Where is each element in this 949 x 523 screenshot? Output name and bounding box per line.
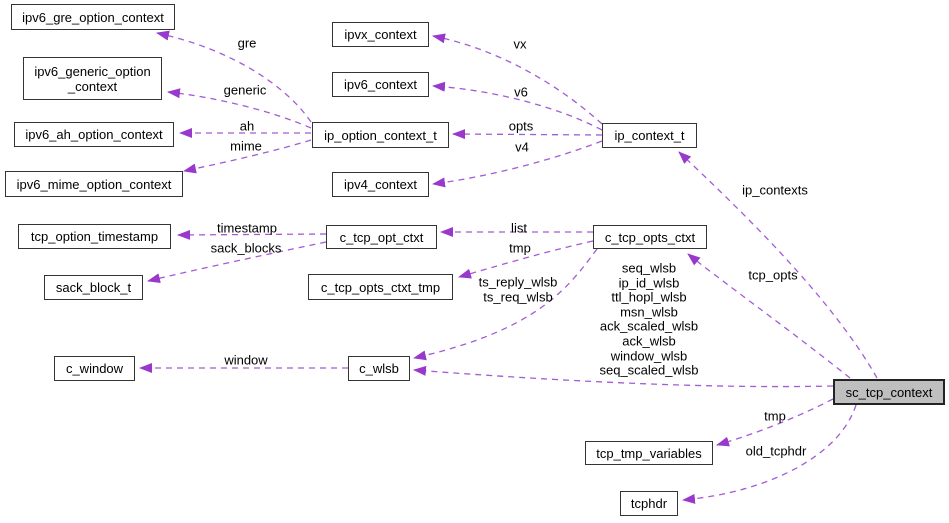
edge-tmp-list — [458, 240, 594, 279]
node-ip-context-t[interactable]: ip_context_t — [602, 123, 697, 148]
node-tcp-tmp-variables[interactable]: tcp_tmp_variables — [585, 441, 713, 465]
edge-generic — [167, 88, 312, 129]
edge-sack-blocks — [147, 241, 327, 284]
node-ipv6-generic-option-context[interactable]: ipv6_generic_option _context — [23, 57, 162, 100]
edge-timestamp — [177, 229, 327, 240]
node-sack-block-t[interactable]: sack_block_t — [44, 275, 143, 300]
edge-vx — [432, 33, 603, 125]
edge-mime — [183, 139, 312, 174]
node-c-tcp-opt-ctxt[interactable]: c_tcp_opt_ctxt — [326, 225, 437, 249]
node-sc-tcp-context[interactable]: sc_tcp_context — [833, 379, 945, 405]
node-ipv4-context[interactable]: ipv4_context — [332, 172, 429, 197]
node-ipv6-ah-option-context[interactable]: ipv6_ah_option_context — [14, 122, 174, 147]
edge-wlsb-fields — [413, 365, 834, 388]
edge-v4 — [432, 140, 603, 188]
edge-opts — [452, 129, 603, 140]
node-c-tcp-opts-ctxt[interactable]: c_tcp_opts_ctxt — [593, 225, 707, 249]
edge-tmp-sc — [716, 398, 834, 447]
node-ipv6-gre-option-context[interactable]: ipv6_gre_option_context — [11, 4, 175, 30]
node-ipv6-mime-option-context[interactable]: ipv6_mime_option_context — [5, 171, 183, 197]
edge-ts-wlsb — [413, 248, 598, 361]
node-tcphdr[interactable]: tcphdr — [620, 491, 678, 516]
node-tcp-option-timestamp[interactable]: tcp_option_timestamp — [18, 224, 171, 249]
node-ipvx-context[interactable]: ipvx_context — [332, 22, 429, 47]
edge-ip-contexts — [678, 151, 878, 379]
edge-old-tcphdr — [682, 404, 857, 504]
node-ip-option-context-t[interactable]: ip_option_context_t — [312, 122, 449, 148]
node-c-wlsb[interactable]: c_wlsb — [348, 356, 410, 381]
node-c-window[interactable]: c_window — [54, 356, 135, 381]
node-c-tcp-opts-ctxt-tmp[interactable]: c_tcp_opts_ctxt_tmp — [308, 274, 453, 300]
edge-gre — [156, 30, 312, 123]
edge-tcp-opts — [687, 253, 851, 379]
edge-v6 — [432, 81, 603, 131]
node-ipv6-context[interactable]: ipv6_context — [332, 72, 429, 97]
